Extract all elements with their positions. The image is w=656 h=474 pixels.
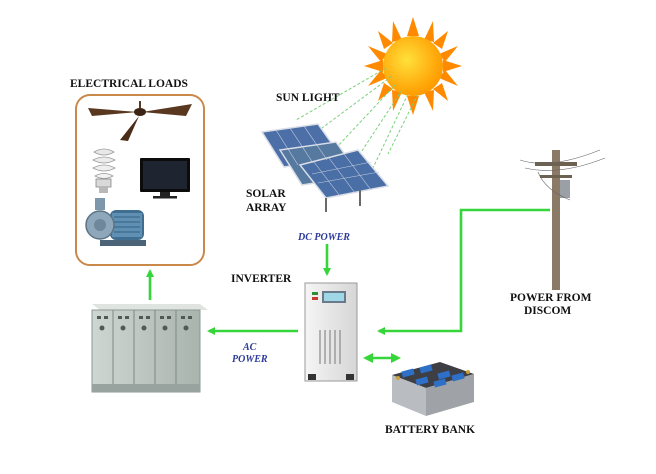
inverter-icon <box>304 282 358 382</box>
dc-power-label: DC POWER <box>297 232 350 243</box>
ac-power-label-line2: POWER <box>232 354 268 365</box>
power-from-discom-label-line1: POWER FROM <box>510 292 592 304</box>
solar-array-label-line2: ARRAY <box>246 202 287 214</box>
television-icon <box>140 158 190 199</box>
power-from-discom-label-line2: DISCOM <box>524 305 571 317</box>
sun-light-label: SUN LIGHT <box>276 92 340 104</box>
water-pump-icon <box>85 198 146 246</box>
battery-bank-label: BATTERY BANK <box>385 424 475 436</box>
ceiling-fan-icon <box>88 101 192 141</box>
distribution-panel-icon <box>91 304 208 393</box>
inverter-label: INVERTER <box>231 273 292 285</box>
utility-pole-icon <box>519 149 606 290</box>
electrical-loads-label: ELECTRICAL LOADS <box>70 78 188 90</box>
sun-icon <box>364 17 462 115</box>
solar-array-label-line1: SOLAR <box>246 188 286 200</box>
arrow-grid-to-inverter <box>377 208 550 335</box>
cfl-bulb-icon <box>92 148 116 193</box>
ac-power-label-line1: AC <box>242 342 257 353</box>
battery-icon <box>392 362 474 416</box>
solar-panel-icon <box>260 123 390 212</box>
